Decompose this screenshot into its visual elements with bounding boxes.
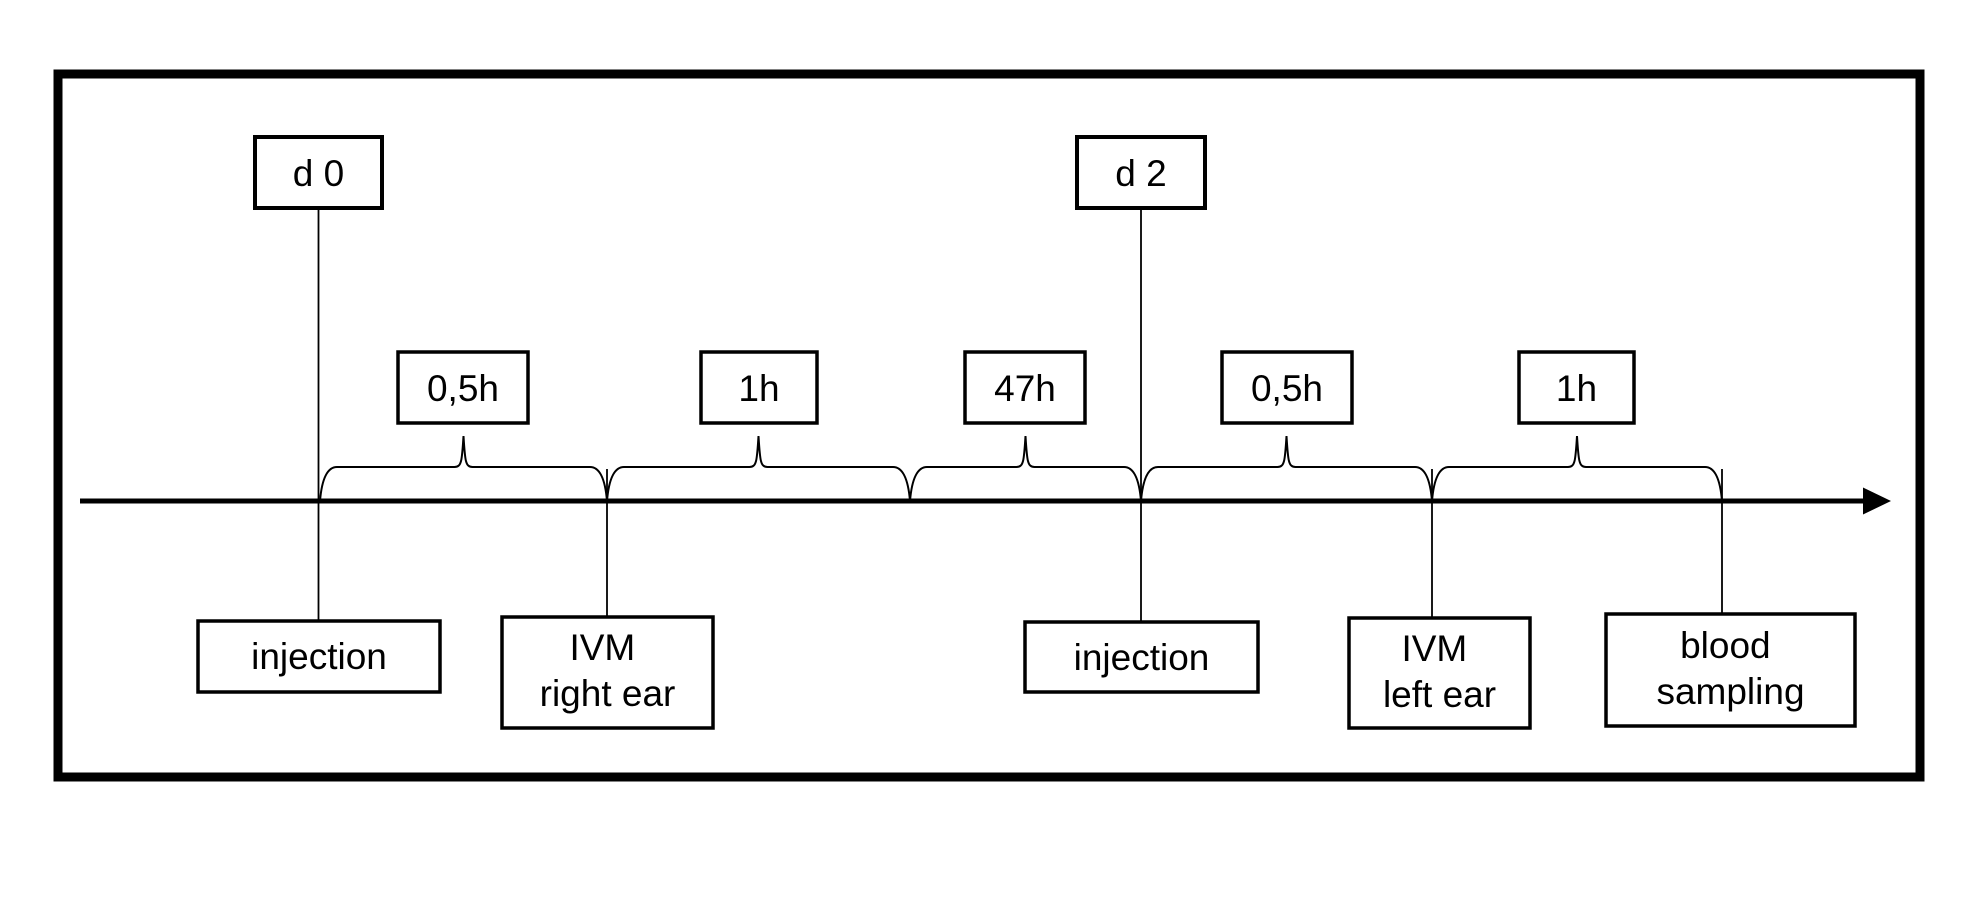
connector-lines (317, 208, 1723, 622)
event-box (1347, 616, 1532, 730)
interval-label-box (963, 350, 1087, 425)
interval-brace (606, 435, 911, 502)
day-marker-label: d 0 (293, 153, 344, 194)
interval-brace (1431, 435, 1723, 502)
event-label: blood sampling (1656, 625, 1804, 712)
event-injection-1: injection (196, 619, 442, 694)
day-marker-d2: d 2 (1075, 135, 1207, 210)
interval-label-4: 0,5h (1220, 350, 1354, 425)
event-ivm-left-ear: IVM left ear (1347, 616, 1532, 730)
event-box (1604, 612, 1857, 728)
event-box (1023, 620, 1260, 694)
day-marker-box (253, 135, 384, 210)
interval-label-box (1220, 350, 1354, 425)
interval-label: 0,5h (427, 368, 499, 409)
interval-label-box (1517, 350, 1636, 425)
outer-frame (53, 69, 1925, 782)
interval-label-1: 0,5h (396, 350, 530, 425)
event-injection-2: injection (1023, 620, 1260, 694)
interval-label-2: 1h (699, 350, 819, 425)
event-box (500, 615, 715, 730)
interval-braces (319, 435, 1723, 502)
interval-label-box (699, 350, 819, 425)
event-blood-sampling: blood sampling (1604, 612, 1857, 728)
interval-label-box (396, 350, 530, 425)
day-marker-label: d 2 (1115, 153, 1166, 194)
event-box (196, 619, 442, 694)
event-label: injection (251, 636, 387, 677)
day-marker-d0: d 0 (253, 135, 384, 210)
event-ivm-right-ear: IVM right ear (500, 615, 715, 730)
interval-label: 1h (738, 368, 779, 409)
timeline-arrowhead-icon (1863, 487, 1891, 515)
event-label: IVM left ear (1383, 628, 1496, 715)
interval-label-3: 47h (963, 350, 1087, 425)
event-label: injection (1074, 637, 1210, 678)
interval-label: 0,5h (1251, 368, 1323, 409)
day-marker-box (1075, 135, 1207, 210)
interval-brace (319, 435, 608, 502)
interval-label-5: 1h (1517, 350, 1636, 425)
interval-label: 1h (1556, 368, 1597, 409)
interval-label: 47h (994, 368, 1056, 409)
timeline-axis (80, 487, 1891, 515)
interval-brace (909, 435, 1142, 502)
event-label: IVM right ear (540, 627, 676, 714)
interval-brace (1140, 435, 1433, 502)
